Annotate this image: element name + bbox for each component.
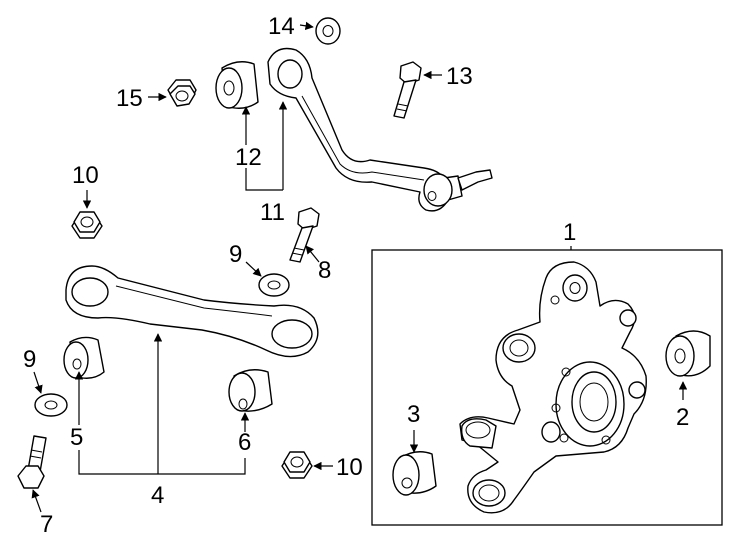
- callout-1: 1: [563, 219, 576, 246]
- knuckle-group-box: [371, 249, 723, 526]
- callout-13: 13: [446, 63, 473, 90]
- part-9-washer-upper: [258, 273, 290, 297]
- part-11-upper-link: [267, 47, 493, 212]
- callout-10-lower: 10: [336, 454, 363, 481]
- part-7-bolt: [17, 435, 47, 489]
- part-9-washer-lower: [34, 393, 68, 417]
- callout-6: 6: [238, 429, 251, 456]
- callout-15: 15: [116, 85, 143, 112]
- part-14-washer: [315, 17, 341, 45]
- callout-14: 14: [268, 13, 295, 40]
- callout-8: 8: [318, 257, 331, 284]
- leader-9-lower: [33, 371, 43, 394]
- part-6-bushing: [228, 369, 273, 412]
- leader-9-upper: [245, 261, 262, 277]
- callout-5: 5: [70, 424, 83, 451]
- leader-7: [31, 489, 42, 513]
- part-2-bushing: [665, 330, 711, 377]
- part-13-bolt: [393, 61, 422, 119]
- callout-12: 12: [235, 144, 262, 171]
- part-8-bolt: [289, 207, 320, 263]
- bracket-4: [78, 450, 246, 475]
- leader-14: [299, 21, 314, 31]
- leader-8: [305, 245, 320, 263]
- part-15-nut: [167, 79, 197, 107]
- callout-9-upper: 9: [229, 241, 242, 268]
- callout-7: 7: [40, 511, 53, 538]
- callout-10-upper: 10: [72, 162, 99, 189]
- part-12-bushing: [215, 61, 259, 109]
- part-1-knuckle: [459, 261, 647, 514]
- part-5-bushing: [63, 336, 105, 379]
- part-4-lower-arm: [65, 265, 319, 358]
- part-10-nut-lower: [281, 451, 313, 479]
- callout-4: 4: [151, 482, 164, 509]
- part-10-nut-upper: [71, 211, 103, 239]
- callout-2: 2: [676, 404, 689, 431]
- part-3-bushing: [392, 451, 437, 496]
- callout-9-lower: 9: [23, 346, 36, 373]
- callout-3: 3: [407, 401, 420, 428]
- callout-11: 11: [260, 199, 285, 226]
- bracket-11-12: [245, 168, 283, 191]
